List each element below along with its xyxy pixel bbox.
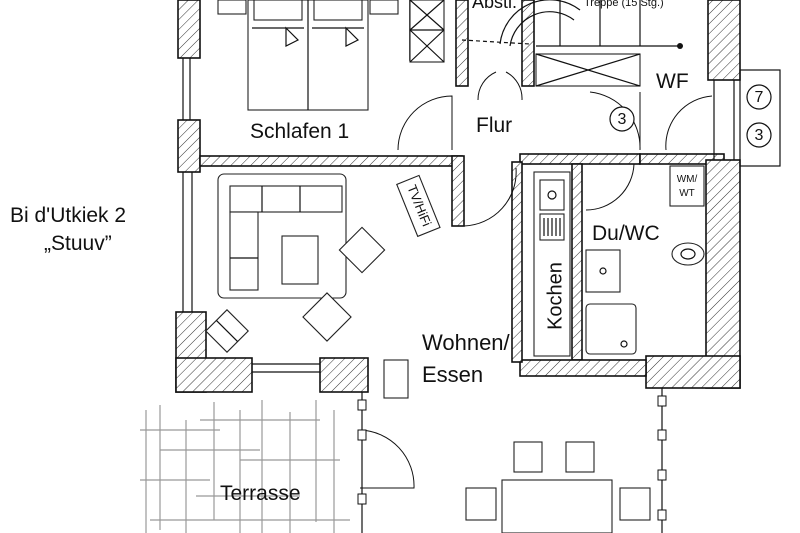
- label-wt: WT: [679, 188, 695, 199]
- label-abstl: Abstl.: [472, 0, 517, 12]
- windows: [182, 58, 735, 373]
- door-duwc: [585, 163, 635, 211]
- kitchen-counter: [533, 171, 571, 357]
- label-schlafen: Schlafen 1: [250, 120, 349, 143]
- door-terrasse: [359, 429, 415, 489]
- marker-side-top-text: 7: [755, 89, 764, 106]
- toilet: [671, 242, 705, 266]
- side-marker-box: [739, 69, 781, 167]
- wall-bottom-kitchen: [519, 359, 647, 377]
- marker-side-top: 7: [746, 84, 772, 110]
- label-flur: Flur: [476, 114, 512, 137]
- wall-kochen-top: [519, 153, 641, 165]
- door-entrance: [665, 95, 713, 151]
- door-flur-top-left: [477, 71, 497, 101]
- label-wohnen-line2: Essen: [422, 362, 483, 387]
- chair-wohnen: [383, 359, 409, 399]
- wall-stair-right: [521, 0, 535, 87]
- wall-pillar-wohnen: [511, 161, 523, 363]
- wall-kochen-duwc: [571, 163, 583, 361]
- wardrobe: [409, 0, 445, 63]
- label-kochen: Kochen: [544, 262, 566, 330]
- label-wm: WM/: [677, 174, 698, 185]
- label-treppe: Treppe (15 Stg.): [584, 0, 664, 9]
- marker-flur: 3: [609, 106, 635, 132]
- terrace-dining-set: [465, 441, 651, 533]
- terrace-posts: [357, 388, 667, 533]
- wall-schlafen-wohnen: [199, 155, 463, 167]
- walls: [175, 0, 741, 393]
- door-flur-top-right: [505, 71, 523, 101]
- wall-stair-left: [455, 0, 469, 87]
- label-duwc: Du/WC: [592, 222, 660, 245]
- marker-side-bottom: 3: [746, 122, 772, 148]
- label-wohnen-line1: Wohnen/: [422, 330, 511, 355]
- wall-left-top: [177, 0, 201, 59]
- marker-flur-text: 3: [618, 111, 627, 128]
- wall-flur-left: [451, 155, 465, 227]
- wall-right-bottom: [705, 159, 741, 389]
- door-schlafen: [397, 95, 453, 151]
- plan-subtitle: „Stuuv”: [44, 232, 112, 255]
- double-bed: [217, 0, 399, 111]
- armchair-right: [338, 226, 386, 274]
- marker-side-bottom-text: 3: [755, 127, 764, 144]
- plan-title: Bi d'Utkiek 2: [10, 204, 126, 227]
- side-table: [205, 309, 249, 353]
- wall-left-pillar: [177, 119, 201, 173]
- wm-wt-box: [669, 165, 705, 207]
- wall-bottom-left: [175, 357, 253, 393]
- door-wohnen: [463, 167, 517, 227]
- label-terrasse: Terrasse: [220, 482, 301, 505]
- tv-hifi-unit: TV/HiFi: [396, 174, 441, 238]
- shower: [585, 303, 637, 355]
- staircase: [461, 0, 683, 49]
- wall-bottom-right: [645, 355, 741, 389]
- wall-bottom-mid: [319, 357, 369, 393]
- storage-box: [535, 53, 641, 87]
- washbasin: [585, 249, 621, 293]
- terrace-tiles: [140, 400, 350, 533]
- wall-duwc-top: [639, 153, 725, 165]
- wall-right-top: [707, 0, 741, 81]
- coffee-table: [281, 235, 319, 285]
- bathroom-fixtures: [585, 165, 705, 355]
- label-wf: WF: [656, 70, 689, 93]
- armchair-bottom: [302, 292, 352, 342]
